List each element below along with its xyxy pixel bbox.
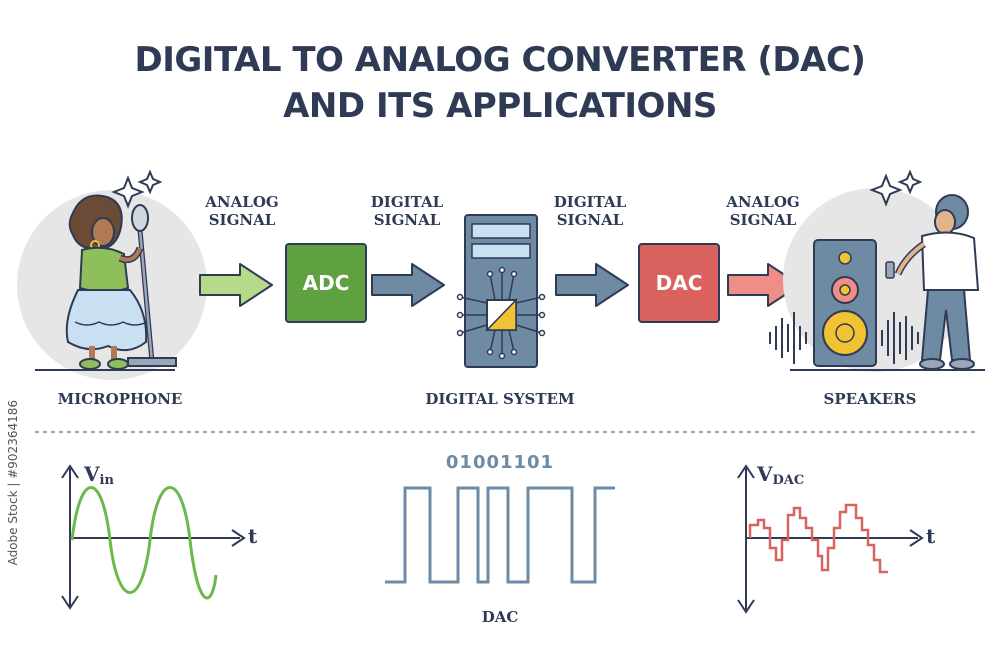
caption-microphone: MICROPHONE [40,390,200,408]
microphone-singer-illustration [17,172,207,380]
dac-block: DAC [638,243,720,323]
vdac-axis-label-sub: DAC [773,473,805,488]
arrow-analog-in [200,264,272,306]
vin-axis-label-main: V [84,462,100,486]
caption-speakers: SPEAKERS [800,390,940,408]
computer-tower-illustration [458,215,545,367]
vdac-axis-label: VDAC [757,462,804,488]
caption-digital-system: DIGITAL SYSTEM [400,390,600,408]
arrow-digital-out [556,264,628,306]
arrow-digital-in [372,264,444,306]
speaker-listener-illustration [770,172,985,372]
vin-axis-label: Vin [84,462,114,488]
dac-square-wave [385,488,615,582]
vin-t-label: t [248,524,257,548]
binary-code-label: 01001101 [420,452,580,473]
vdac-axis-label-main: V [757,462,773,486]
dac-graph-caption: DAC [460,608,540,626]
adc-block: ADC [285,243,367,323]
vdac-t-label: t [926,524,935,548]
vin-sine-wave [72,488,216,598]
vin-axis-label-sub: in [100,473,114,488]
